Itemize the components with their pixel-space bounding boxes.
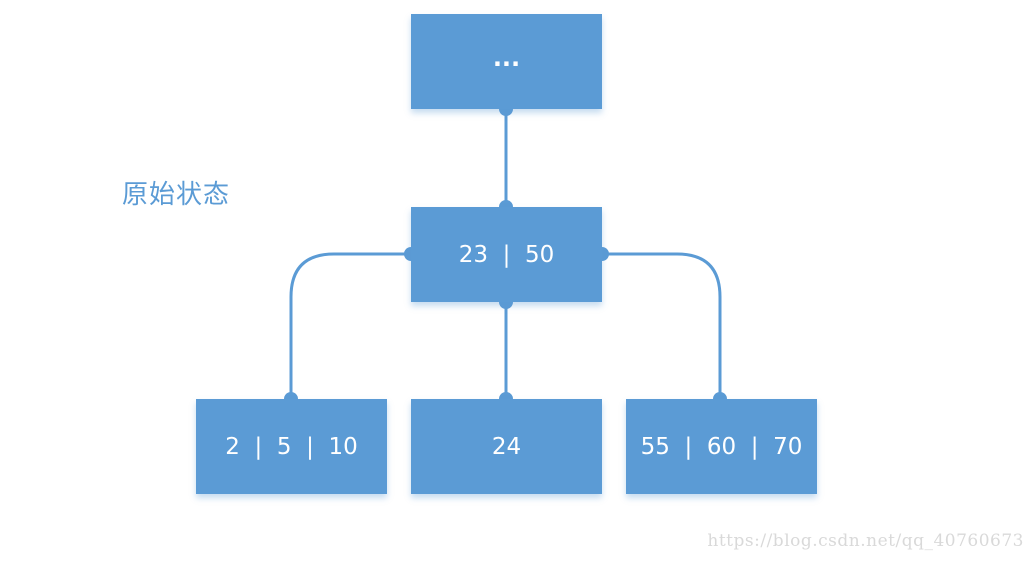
connector-mid-right <box>602 252 722 399</box>
connector-mid-left <box>289 252 411 399</box>
state-label: 原始状态 <box>122 180 231 210</box>
node-label: 2 | 5 | 10 <box>225 433 358 460</box>
node-label: 55 | 60 | 70 <box>640 433 803 460</box>
tree-node-child-center: 24 <box>411 399 602 494</box>
node-label: 24 <box>491 433 522 460</box>
tree-node-parent: 23 | 50 <box>411 207 602 302</box>
node-label: ... <box>492 43 521 72</box>
tree-node-root: ... <box>411 14 602 109</box>
watermark-url: https://blog.csdn.net/qq_40760673 <box>707 531 1024 551</box>
tree-node-child-right: 55 | 60 | 70 <box>626 399 817 494</box>
tree-node-child-left: 2 | 5 | 10 <box>196 399 387 494</box>
node-label: 23 | 50 <box>458 241 555 268</box>
